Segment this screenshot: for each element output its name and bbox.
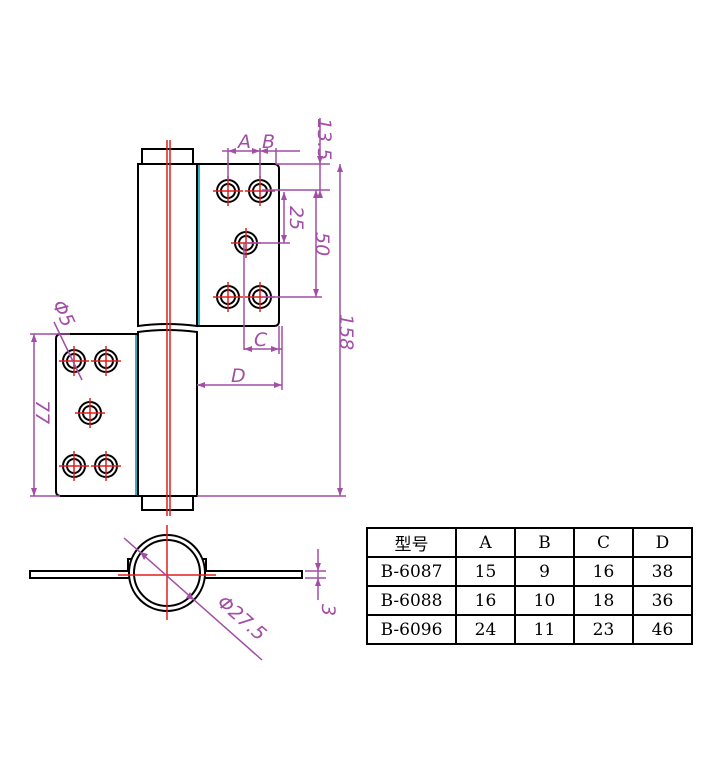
dim-c-label: C <box>254 329 268 351</box>
leaf-edge-lines <box>135 165 200 495</box>
dim-25-label: 25 <box>285 206 307 230</box>
screw-hole <box>75 398 105 428</box>
hinge-top-view <box>29 534 303 612</box>
cell-d: 46 <box>632 614 693 645</box>
dim-phi27-5-label: Φ27.5 <box>213 591 271 645</box>
header-a: A <box>455 527 516 558</box>
header-model: 型号 <box>366 527 457 558</box>
dim-3-label: 3 <box>317 604 339 616</box>
model-spec-table: 型号 A B C D B-6087 15 9 16 38 B-6088 16 1… <box>366 527 693 645</box>
screw-holes <box>59 176 275 481</box>
knuckle-upper <box>137 163 198 328</box>
screw-hole <box>213 282 243 312</box>
dim-50-label: 50 <box>311 232 333 256</box>
table-row: B-6087 15 9 16 38 <box>366 556 693 587</box>
cell-b: 10 <box>514 585 575 616</box>
screw-hole <box>245 176 275 206</box>
table-header-row: 型号 A B C D <box>366 527 693 558</box>
screw-hole <box>91 346 121 376</box>
dim-phi5-label: Φ5 <box>47 297 78 331</box>
dim-158-label: 158 <box>335 314 357 350</box>
dim-d-label: D <box>231 365 246 387</box>
cell-model: B-6096 <box>366 614 457 645</box>
dimension-arrows <box>31 148 343 496</box>
top-view-dimensions <box>123 537 326 661</box>
dim-b-label: B <box>262 131 275 153</box>
table-row: B-6088 16 10 18 36 <box>366 585 693 616</box>
cell-c: 16 <box>573 556 634 587</box>
cell-c: 18 <box>573 585 634 616</box>
cell-b: 11 <box>514 614 575 645</box>
dim-13-5-label: 13.5 <box>313 118 335 160</box>
cell-b: 9 <box>514 556 575 587</box>
table-row: B-6096 24 11 23 46 <box>366 614 693 645</box>
cell-d: 36 <box>632 585 693 616</box>
cell-model: B-6088 <box>366 585 457 616</box>
header-b: B <box>514 527 575 558</box>
cell-a: 15 <box>455 556 516 587</box>
dim-77-label: 77 <box>31 400 53 424</box>
knuckle-lower <box>137 329 198 497</box>
center-axis <box>166 140 171 516</box>
cell-model: B-6087 <box>366 556 457 587</box>
cell-d: 38 <box>632 556 693 587</box>
screw-hole <box>59 451 89 481</box>
screw-hole <box>59 346 89 376</box>
header-d: D <box>632 527 693 558</box>
cell-a: 24 <box>455 614 516 645</box>
header-c: C <box>573 527 634 558</box>
dimension-lines <box>30 118 346 497</box>
cell-c: 23 <box>573 614 634 645</box>
top-view-centerlines <box>118 525 216 620</box>
dim-a-label: A <box>236 131 251 153</box>
screw-hole <box>91 451 121 481</box>
screw-hole <box>213 176 243 206</box>
cell-a: 16 <box>455 585 516 616</box>
